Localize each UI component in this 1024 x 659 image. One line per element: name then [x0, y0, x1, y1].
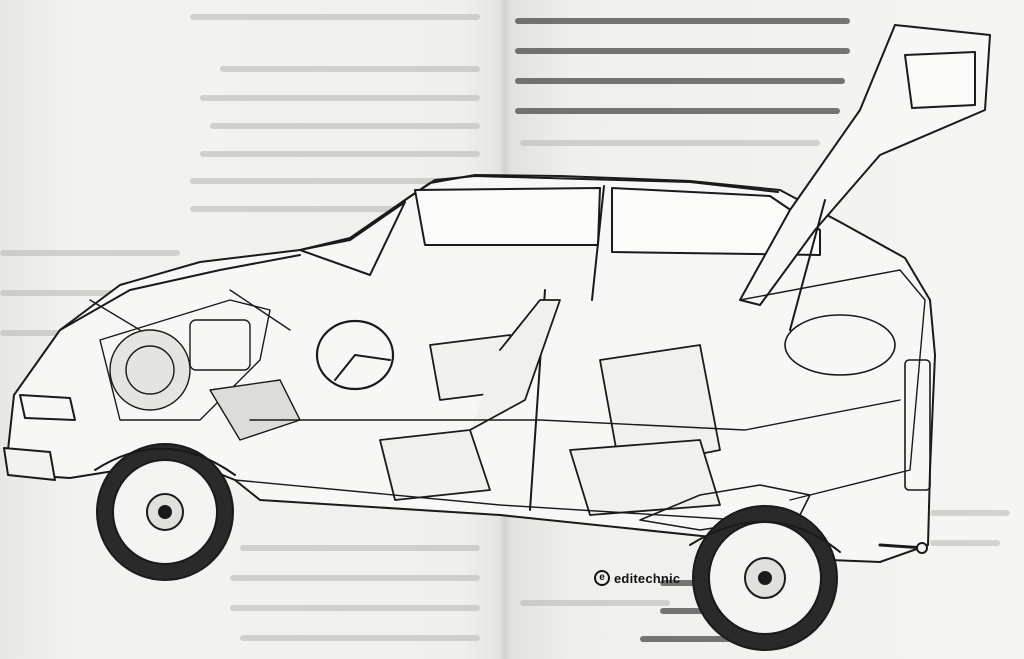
editechnic-logo-text: editechnic [614, 570, 681, 586]
rear-suspension [639, 484, 811, 531]
windscreen [299, 201, 406, 276]
floor-pan [249, 399, 901, 431]
front-wheel-arch [94, 447, 236, 476]
rear-light-cluster [904, 359, 931, 491]
spare-wheel [784, 314, 896, 376]
engine-block [89, 289, 301, 441]
b-pillar [591, 185, 605, 301]
front-seat [379, 299, 561, 501]
headlamp [19, 394, 76, 421]
steering-wheel [315, 319, 395, 391]
tailgate-window [904, 51, 976, 109]
rear-door-window [611, 187, 821, 256]
sill [234, 479, 741, 521]
editechnic-logo-mark-icon: e [594, 570, 610, 586]
rear-wheel-arch [689, 520, 841, 553]
front-door-window [414, 187, 601, 246]
front-bumper [3, 447, 56, 481]
front-bonnet [59, 254, 301, 331]
boot-floor [739, 269, 926, 501]
editechnic-logo: e editechnic [594, 570, 680, 586]
rear-wheel [692, 505, 838, 651]
rear-seat [569, 344, 721, 516]
roof-rail [404, 175, 779, 201]
tailgate-strut [789, 199, 826, 331]
front-wheel [96, 443, 234, 581]
